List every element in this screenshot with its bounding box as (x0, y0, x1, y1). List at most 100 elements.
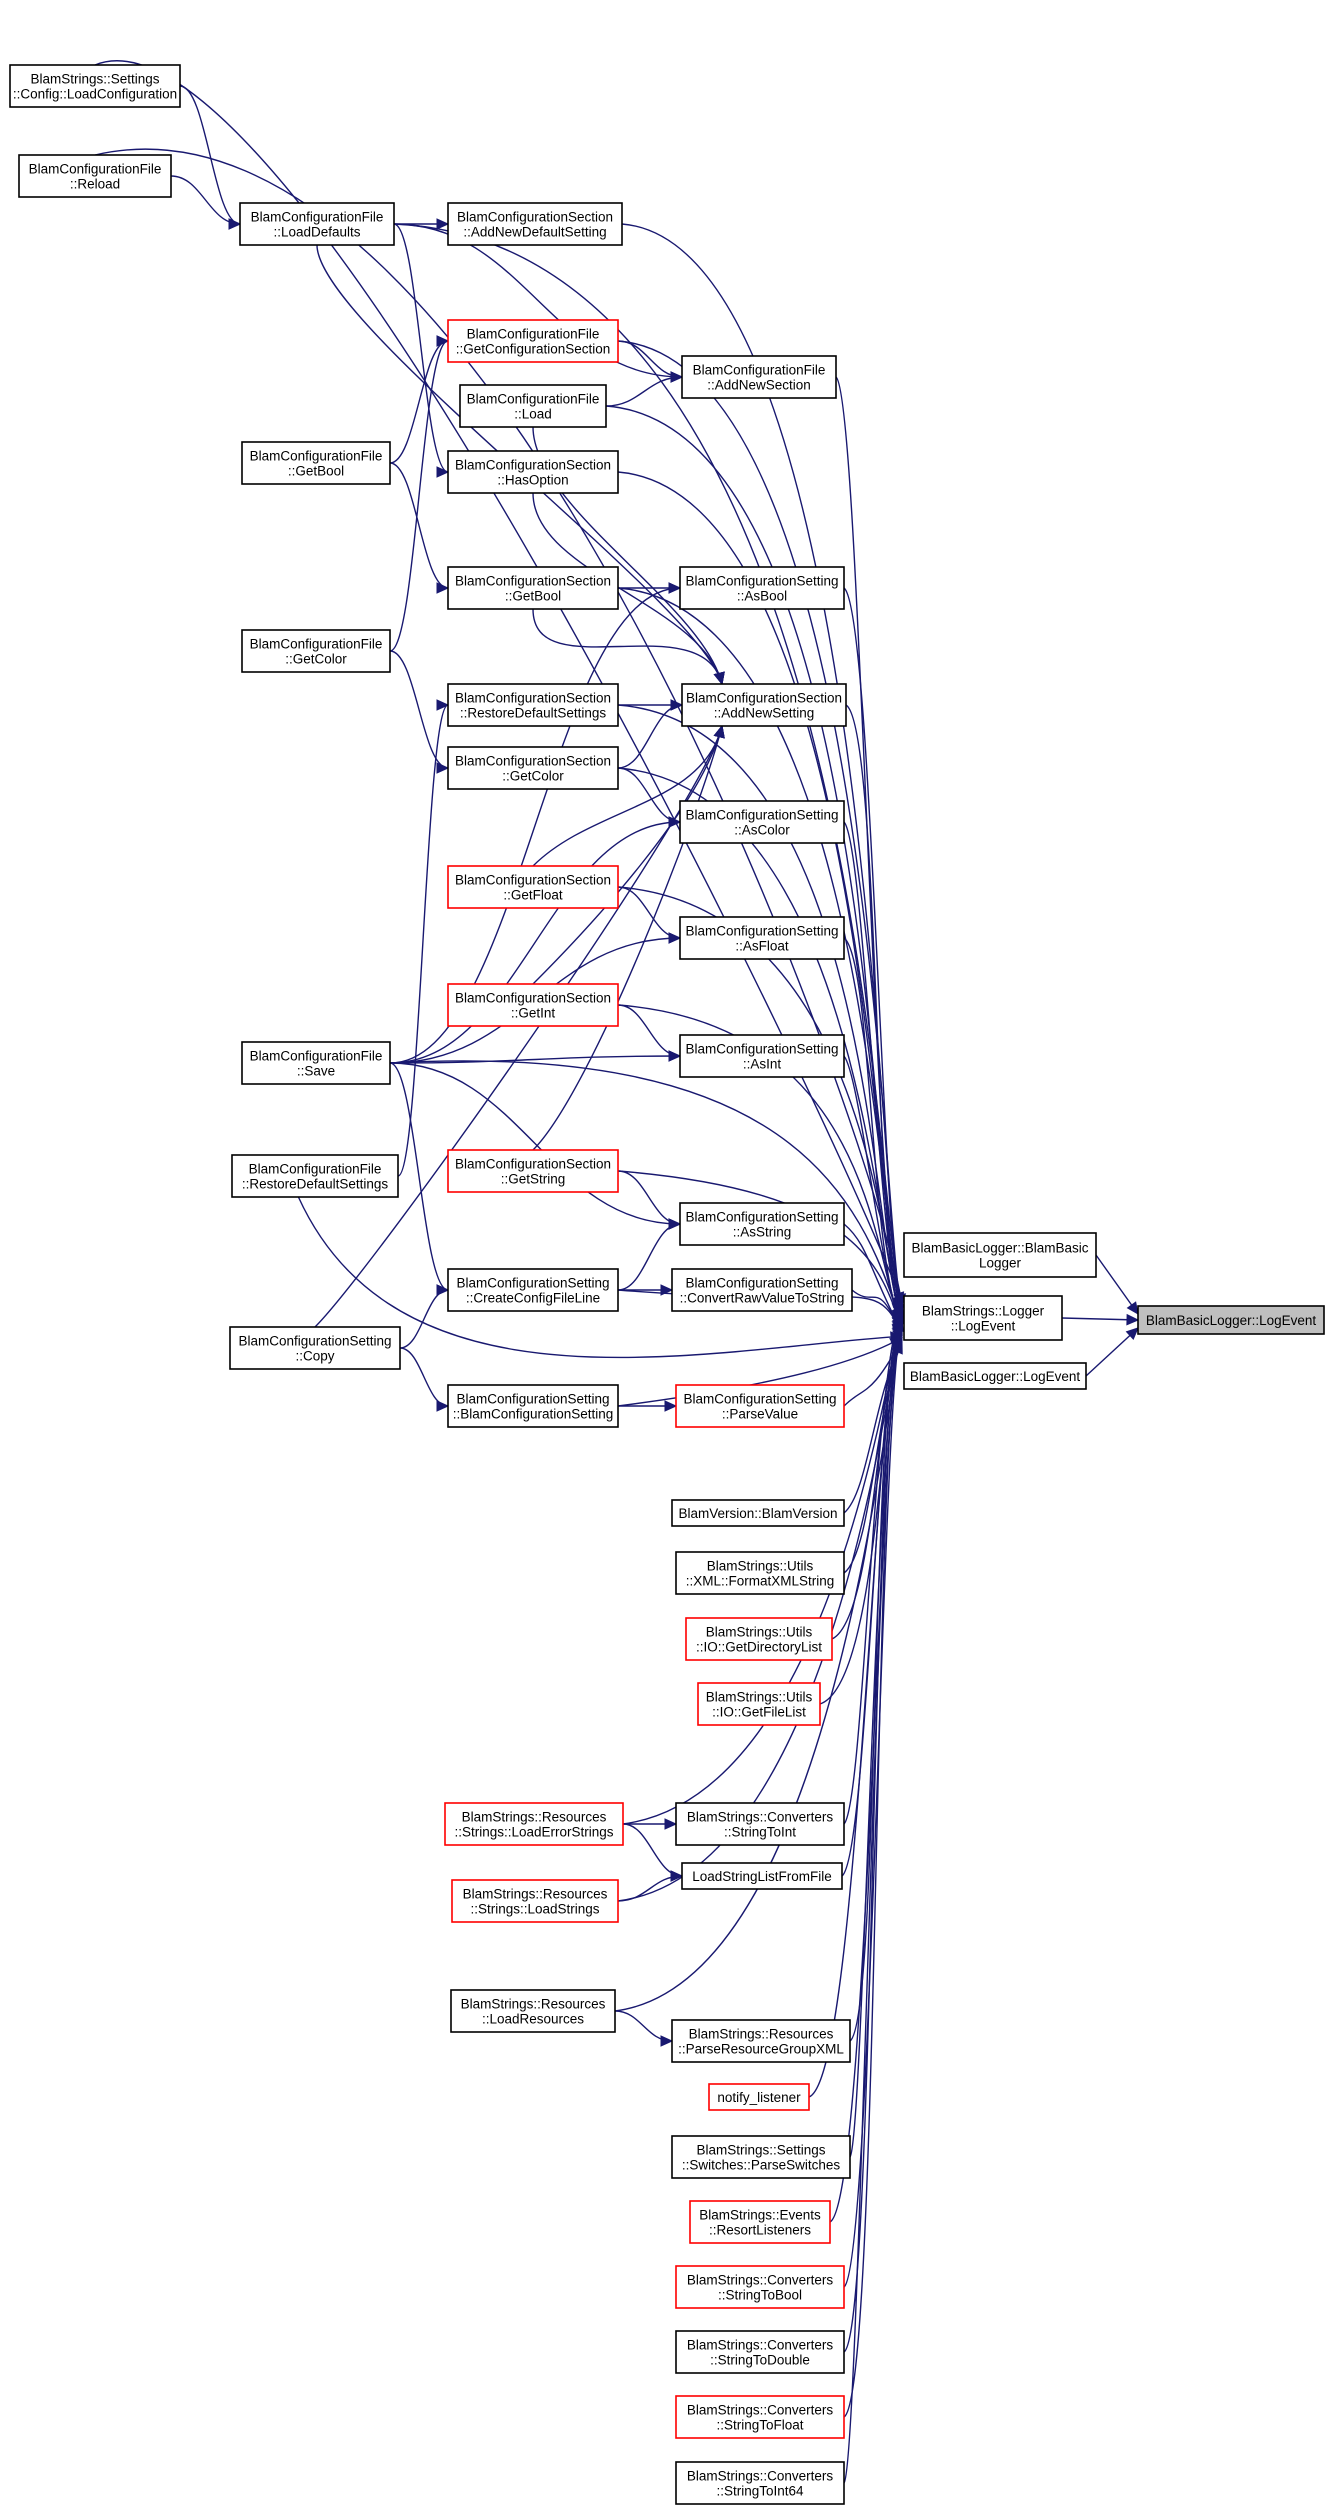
node-label: BlamConfigurationSection (455, 991, 611, 1006)
node-load-error-strings[interactable]: BlamStrings::Resources::Strings::LoadErr… (444, 1802, 624, 1846)
edge-arrowhead (436, 699, 450, 711)
node-section-get-float[interactable]: BlamConfigurationSection::GetFloat (447, 865, 619, 909)
node-label: ::AddNewSection (707, 378, 811, 393)
call-edge (389, 1062, 449, 1291)
node-file-restore-default-settings[interactable]: BlamConfigurationFile::RestoreDefaultSet… (231, 1154, 399, 1198)
node-section-get-int[interactable]: BlamConfigurationSection::GetInt (447, 983, 619, 1027)
node-box (675, 1384, 845, 1428)
node-section-get-color[interactable]: BlamConfigurationSection::GetColor (447, 746, 619, 790)
node-target[interactable]: BlamBasicLogger::LogEvent (1137, 1305, 1325, 1335)
node-as-int[interactable]: BlamConfigurationSetting::AsInt (679, 1034, 845, 1078)
node-format-xml-string[interactable]: BlamStrings::Utils::XML::FormatXMLString (675, 1551, 845, 1595)
node-file-load[interactable]: BlamConfigurationFile::Load (459, 384, 607, 428)
node-string-to-double[interactable]: BlamStrings::Converters::StringToDouble (675, 2330, 845, 2374)
node-section-get-bool[interactable]: BlamConfigurationSection::GetBool (447, 566, 619, 610)
node-load-defaults[interactable]: BlamConfigurationFile::LoadDefaults (239, 202, 395, 246)
edge-arrowhead (670, 371, 684, 383)
node-box (671, 1268, 853, 1312)
node-restore-default-settings-section[interactable]: BlamConfigurationSection::RestoreDefault… (447, 683, 619, 727)
node-label: BlamConfigurationSetting (685, 574, 838, 589)
node-file-save[interactable]: BlamConfigurationFile::Save (241, 1041, 391, 1085)
node-label: BlamConfigurationSetting (238, 1334, 391, 1349)
node-label: ::GetBool (505, 589, 561, 604)
node-blam-version[interactable]: BlamVersion::BlamVersion (671, 1499, 845, 1527)
node-parse-value[interactable]: BlamConfigurationSetting::ParseValue (675, 1384, 845, 1428)
node-as-color[interactable]: BlamConfigurationSetting::AsColor (679, 800, 845, 844)
node-as-float[interactable]: BlamConfigurationSetting::AsFloat (679, 916, 845, 960)
call-edge (94, 60, 903, 1305)
call-edge (622, 1823, 683, 1877)
node-label: ::IO::GetDirectoryList (696, 1640, 822, 1655)
node-label: ::StringToBool (718, 2288, 802, 2303)
node-load-string-list[interactable]: LoadStringListFromFile (681, 1862, 843, 1890)
node-add-new-setting[interactable]: BlamConfigurationSection::AddNewSetting (681, 683, 847, 727)
call-edge (617, 1170, 681, 1225)
node-box (9, 64, 181, 108)
node-box (239, 202, 395, 246)
node-as-bool[interactable]: BlamConfigurationSetting::AsBool (679, 566, 845, 610)
node-add-new-section[interactable]: BlamConfigurationFile::AddNewSection (681, 355, 837, 399)
call-edge (1061, 1317, 1139, 1321)
node-get-file-list[interactable]: BlamStrings::Utils::IO::GetFileList (697, 1682, 821, 1726)
call-edge (843, 1055, 903, 1330)
node-string-to-float[interactable]: BlamStrings::Converters::StringToFloat (675, 2395, 845, 2439)
node-label: ::GetColor (285, 652, 347, 667)
node-label: BlamStrings::Resources (461, 1997, 606, 2012)
node-add-new-default-setting[interactable]: BlamConfigurationSection::AddNewDefaultS… (447, 202, 623, 246)
node-reload[interactable]: BlamConfigurationFile::Reload (18, 154, 172, 198)
node-resort-listeners[interactable]: BlamStrings::Events::ResortListeners (689, 2200, 831, 2244)
node-setting-ctor[interactable]: BlamConfigurationSetting::BlamConfigurat… (447, 1384, 619, 1428)
node-string-to-int[interactable]: BlamStrings::Converters::StringToInt (675, 1802, 845, 1846)
node-label: ::Copy (295, 1349, 334, 1364)
node-basic-logevent[interactable]: BlamBasicLogger::LogEvent (903, 1362, 1087, 1390)
node-box (903, 1362, 1087, 1390)
node-box (1137, 1305, 1325, 1335)
node-basic-ctor[interactable]: BlamBasicLogger::BlamBasicLogger (903, 1232, 1097, 1278)
call-edge (532, 608, 723, 685)
node-file-get-bool[interactable]: BlamConfigurationFile::GetBool (241, 441, 391, 485)
node-get-directory-list[interactable]: BlamStrings::Utils::IO::GetDirectoryList (685, 1617, 833, 1661)
node-create-config-file-line[interactable]: BlamConfigurationSetting::CreateConfigFi… (447, 1268, 619, 1312)
node-load-strings[interactable]: BlamStrings::Resources::Strings::LoadStr… (451, 1879, 619, 1923)
node-convert-raw-value[interactable]: BlamConfigurationSetting::ConvertRawValu… (671, 1268, 853, 1312)
node-box (447, 202, 623, 246)
node-notify-listener[interactable]: notify_listener (708, 2083, 810, 2111)
node-label: BlamConfigurationSetting (685, 808, 838, 823)
node-get-configuration-section[interactable]: BlamConfigurationFile::GetConfigurationS… (447, 319, 619, 363)
node-string-to-int64[interactable]: BlamStrings::Converters::StringToInt64 (675, 2461, 845, 2505)
node-label: BlamConfigurationSection (686, 691, 842, 706)
node-box (681, 1862, 843, 1890)
node-load-configuration[interactable]: BlamStrings::Settings::Config::LoadConfi… (9, 64, 181, 108)
node-setting-copy[interactable]: BlamConfigurationSetting::Copy (229, 1326, 401, 1370)
edge-arrowhead (436, 1400, 450, 1412)
edge-arrowhead (713, 671, 725, 686)
node-box (447, 566, 619, 610)
node-load-resources[interactable]: BlamStrings::Resources::LoadResources (450, 1989, 616, 2033)
node-label: BlamConfigurationSection (457, 210, 613, 225)
node-section-get-string[interactable]: BlamConfigurationSection::GetString (447, 1149, 619, 1193)
node-file-get-color[interactable]: BlamConfigurationFile::GetColor (241, 629, 391, 673)
node-parse-resource-group-xml[interactable]: BlamStrings::Resources::ParseResourceGro… (671, 2019, 851, 2063)
node-box (447, 450, 619, 494)
call-edge (532, 492, 723, 685)
node-string-to-bool[interactable]: BlamStrings::Converters::StringToBool (675, 2265, 845, 2309)
call-edge (843, 1307, 903, 1825)
node-label: ::BlamConfigurationSetting (453, 1407, 614, 1422)
node-box (675, 1802, 845, 1846)
node-box (708, 2083, 810, 2111)
call-edge (843, 1320, 903, 2353)
node-label: BlamConfigurationFile (467, 327, 600, 342)
node-label: BlamStrings::Resources (463, 1887, 608, 1902)
node-logger-logevent[interactable]: BlamStrings::Logger::LogEvent (903, 1295, 1063, 1341)
call-edge (614, 2010, 673, 2042)
node-box (447, 1384, 619, 1428)
edge-arrowhead (1126, 1301, 1139, 1315)
node-box (241, 441, 391, 485)
node-as-string[interactable]: BlamConfigurationSetting::AsString (679, 1202, 845, 1246)
node-parse-switches[interactable]: BlamStrings::Settings::Switches::ParseSw… (671, 2135, 851, 2179)
node-label: ::StringToFloat (716, 2418, 803, 2433)
node-box (675, 2330, 845, 2374)
node-has-option[interactable]: BlamConfigurationSection::HasOption (447, 450, 619, 494)
edge-arrowhead (436, 1284, 450, 1296)
node-label: ::AsString (733, 1225, 792, 1240)
